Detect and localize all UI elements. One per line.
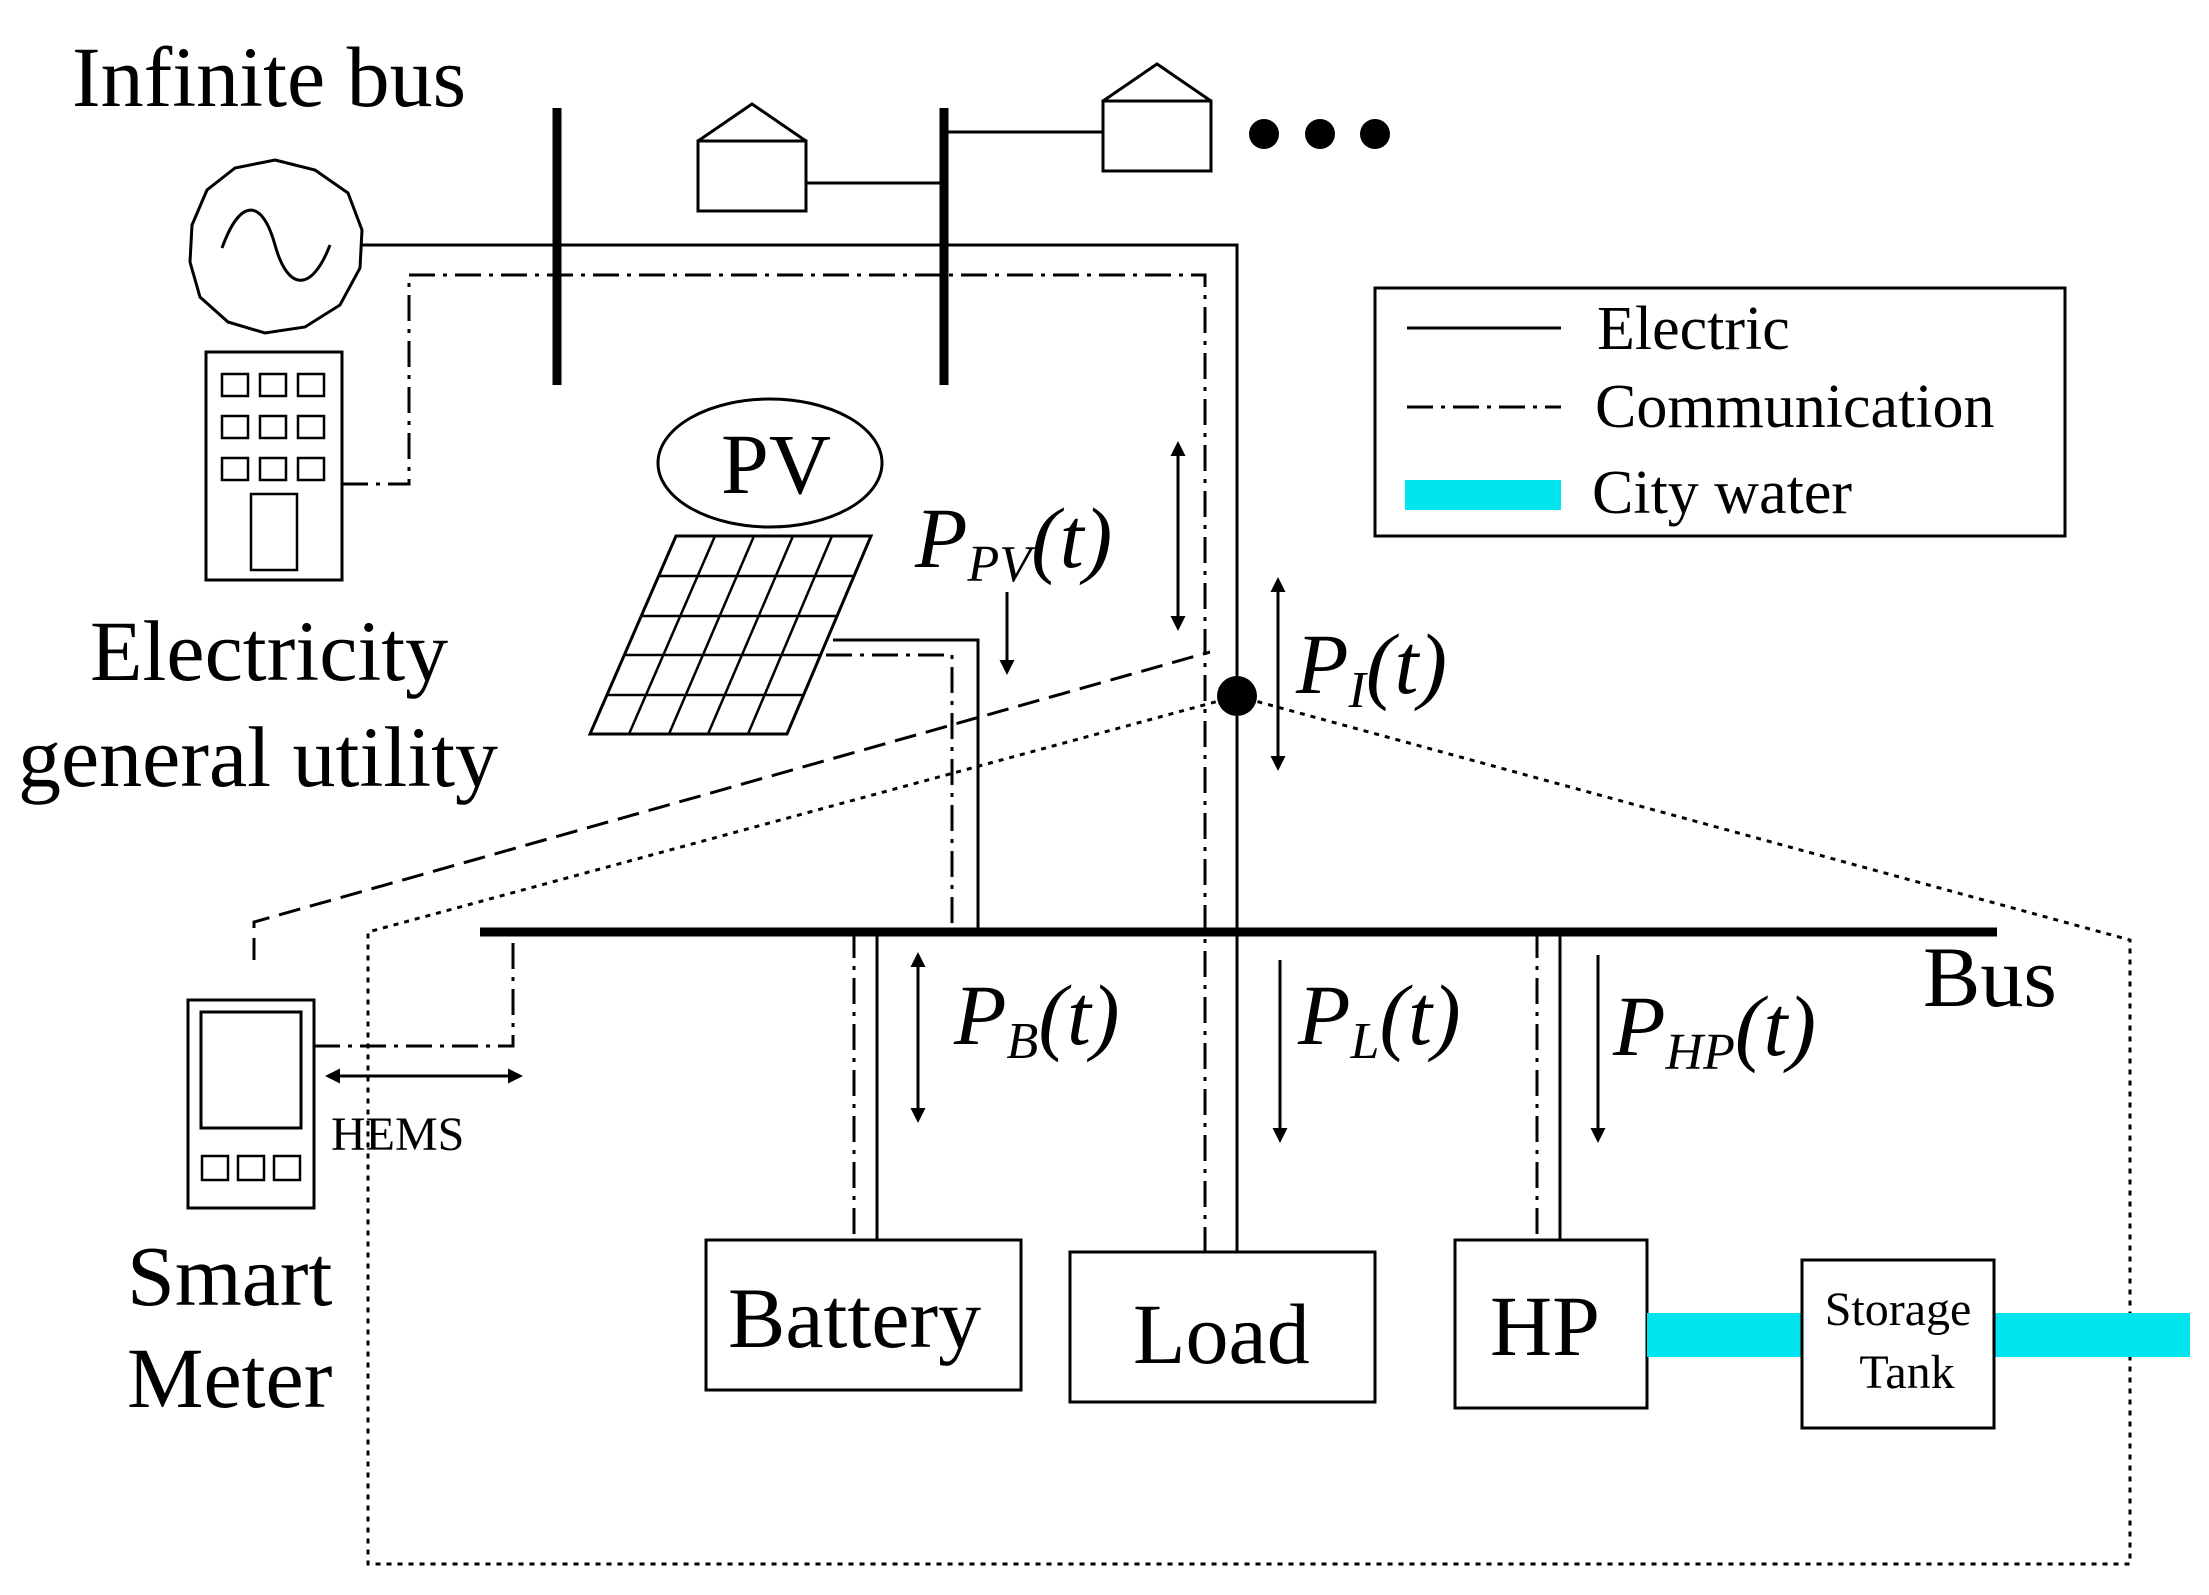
city-water-pipe-tank-out xyxy=(1994,1313,2190,1357)
p-hp-label: PHP(t) xyxy=(1612,978,1816,1081)
utility-label-line2: general utility xyxy=(18,709,498,805)
home-boundary-outline xyxy=(366,694,2132,1566)
ellipsis-icon xyxy=(1249,119,1390,149)
city-water-pipe-hp-tank xyxy=(1647,1313,1802,1357)
pv-label: PV xyxy=(721,416,831,512)
p-i-label: PI(t) xyxy=(1295,616,1447,719)
smart-meter-label-line2: Meter xyxy=(127,1330,332,1426)
utility-label-line1: Electricity xyxy=(90,603,448,699)
pv-oval xyxy=(656,397,884,529)
legend-box xyxy=(1373,286,2067,538)
pv-communication-line xyxy=(826,653,954,932)
legend-city-water-label: City water xyxy=(1592,459,1852,527)
utility-communication-line xyxy=(342,273,1207,1252)
infinite-bus-label: Infinite bus xyxy=(72,29,466,125)
load-box xyxy=(1068,1250,1377,1404)
smart-meter-label-line1: Smart xyxy=(127,1228,333,1324)
smart-meter-communication-line xyxy=(252,650,1211,960)
storage-tank-box xyxy=(1800,1258,1996,1430)
bus-label: Bus xyxy=(1923,929,2057,1025)
p-pv-label: PPV(t) xyxy=(914,490,1112,593)
legend-communication-label: Communication xyxy=(1595,373,1995,441)
load-label: Load xyxy=(1133,1286,1310,1382)
legend-city-water-swatch xyxy=(1405,480,1561,510)
smart-meter-icon xyxy=(186,998,316,1210)
storage-tank-label-line2: Tank xyxy=(1859,1346,1954,1399)
ac-generator-icon xyxy=(188,158,364,335)
house-icon xyxy=(1101,62,1213,173)
hems-communication-line xyxy=(314,935,515,1048)
pv-electric-line xyxy=(833,638,980,932)
battery-label: Battery xyxy=(728,1270,981,1366)
storage-tank-label-line1: Storage xyxy=(1825,1283,1972,1336)
house-icon xyxy=(696,102,808,213)
p-l-label: PL(t) xyxy=(1297,967,1461,1070)
legend: Electric Communication City water xyxy=(1373,286,2067,538)
utility-building-icon xyxy=(204,350,344,582)
legend-electric-label: Electric xyxy=(1597,295,1790,363)
pv-panel-icon xyxy=(587,534,874,736)
hems-label: HEMS xyxy=(331,1108,464,1161)
feeder-electric-line xyxy=(362,243,1239,696)
hp-label: HP xyxy=(1490,1278,1600,1374)
p-b-label: PB(t) xyxy=(953,967,1119,1070)
battery-box xyxy=(704,1238,1023,1392)
